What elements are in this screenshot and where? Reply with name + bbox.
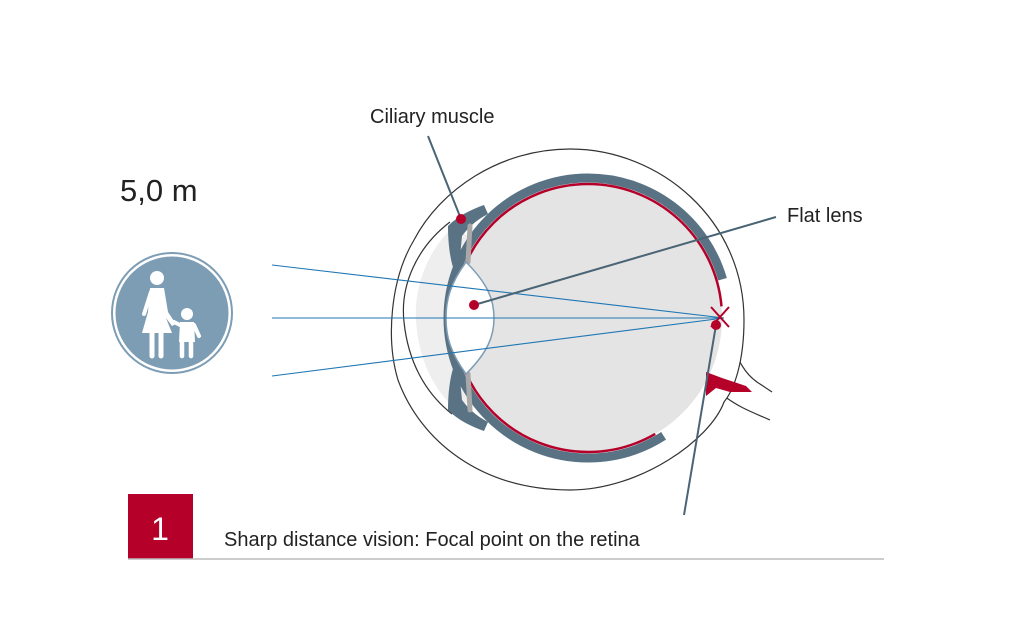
lower-zonule: [465, 371, 473, 413]
upper-zonule: [465, 223, 473, 265]
woman-figure-icon: [142, 271, 176, 359]
retina-marker: [711, 320, 721, 330]
retinal-vessel: [706, 372, 752, 396]
lower-iris: [448, 358, 488, 431]
ciliary-muscle-label: Ciliary muscle: [370, 106, 494, 128]
leader-lines: [427, 135, 777, 516]
light-ray-lower: [271, 317, 725, 377]
pedestrian-sign-icon: [111, 252, 233, 374]
distance-label: 5,0 m: [120, 173, 198, 208]
ciliary-muscle-marker: [456, 214, 466, 224]
cornea: [402, 221, 453, 415]
ciliary-muscle-leader: [427, 135, 462, 220]
retina-leader: [683, 324, 717, 516]
flat-lens-marker: [469, 300, 479, 310]
step-badge: [128, 494, 193, 559]
step-caption: Sharp distance vision: Focal point on th…: [224, 529, 641, 551]
light-ray-upper: [271, 264, 725, 319]
light-rays: [271, 264, 725, 377]
upper-iris: [448, 205, 488, 278]
child-figure-icon: [172, 308, 201, 359]
flat-lens-leader: [473, 216, 777, 306]
flat-lens-label: Flat lens: [787, 205, 863, 227]
step-number: 1: [151, 511, 169, 547]
